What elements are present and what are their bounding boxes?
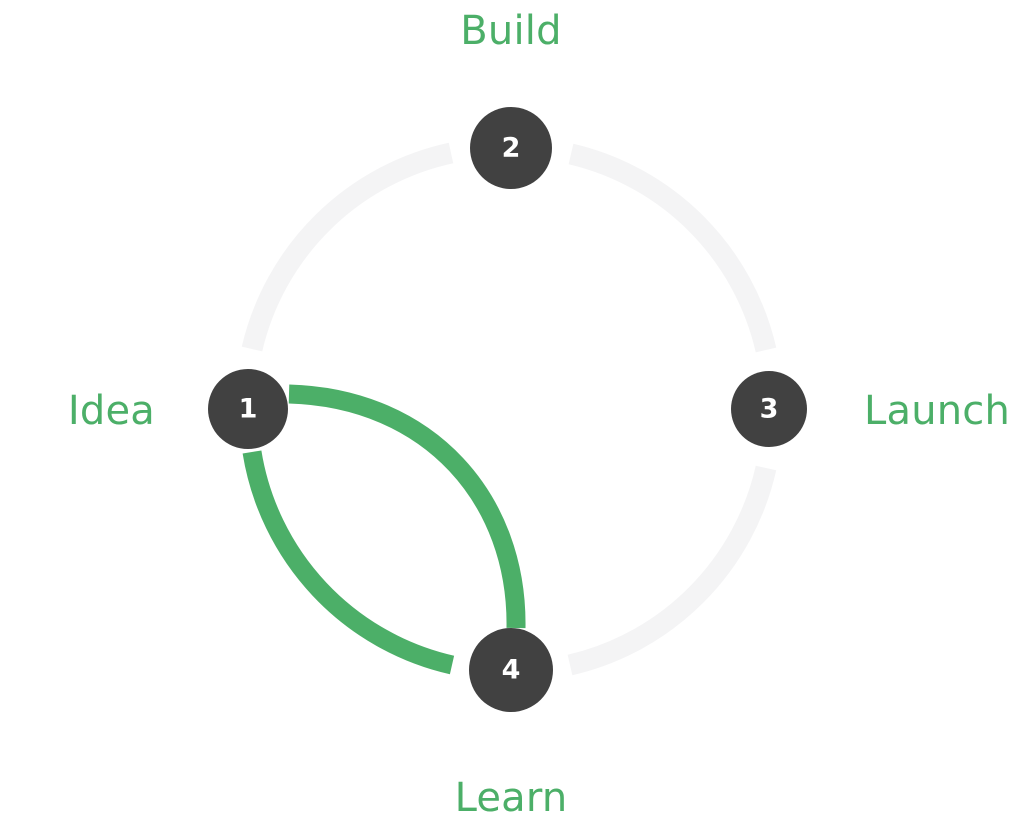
edge-idea-to-learn-inner[interactable] [288, 384, 526, 629]
label-build: Build [460, 8, 561, 54]
node-learn-number: 4 [502, 655, 521, 686]
node-build[interactable]: 2 [470, 107, 552, 189]
label-learn: Learn [455, 775, 568, 821]
node-build-number: 2 [502, 133, 521, 164]
node-idea[interactable]: 1 [208, 369, 288, 449]
track-segment-idea-build [241, 142, 454, 352]
edge-idea-to-learn-outer[interactable] [242, 450, 455, 675]
label-idea: Idea [68, 388, 155, 434]
node-learn[interactable]: 4 [469, 628, 553, 712]
node-launch-number: 3 [760, 394, 779, 425]
node-launch-circle[interactable] [731, 371, 807, 447]
node-group: 2 1 3 4 [208, 107, 807, 712]
node-idea-number: 1 [239, 394, 258, 425]
active-edge-group [242, 384, 526, 675]
node-idea-circle[interactable] [208, 369, 288, 449]
node-learn-circle[interactable] [469, 628, 553, 712]
node-build-circle[interactable] [470, 107, 552, 189]
node-launch[interactable]: 3 [731, 371, 807, 447]
label-group: Build Idea Launch Learn [68, 8, 1010, 821]
track-segment-launch-learn [567, 465, 777, 676]
track-group [241, 142, 777, 676]
track-segment-build-launch [568, 143, 777, 353]
label-launch: Launch [864, 388, 1010, 434]
